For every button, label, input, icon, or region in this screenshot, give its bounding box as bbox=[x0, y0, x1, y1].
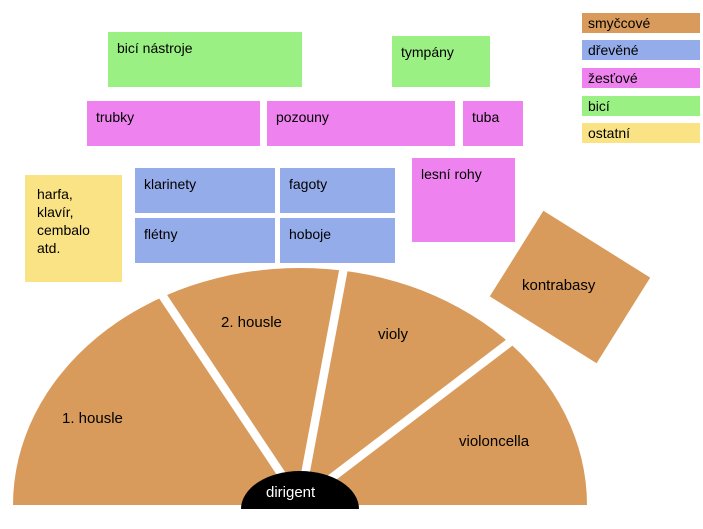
divider-violy-violoncella bbox=[297, 329, 525, 506]
box-fagoty: fagoty bbox=[280, 168, 395, 213]
box-fletny: flétny bbox=[135, 218, 275, 263]
divider-housle1-housle2 bbox=[156, 289, 304, 505]
box-bici-nastroje-label: bicí nástroje bbox=[117, 40, 193, 56]
legend-item-smyccove: smyčcové bbox=[582, 13, 700, 33]
section-dividers bbox=[156, 266, 525, 506]
box-tuba-label: tuba bbox=[472, 109, 500, 125]
box-hoboje: hoboje bbox=[280, 218, 395, 263]
box-trubky-label: trubky bbox=[96, 109, 135, 125]
section-label-2-housle: 2. housle bbox=[221, 314, 282, 331]
box-tympany: tympány bbox=[392, 36, 490, 87]
legend-item-drevene: dřevěné bbox=[582, 40, 700, 60]
box-lesni-rohy: lesní rohy bbox=[412, 158, 515, 242]
box-pozouny-label: pozouny bbox=[276, 109, 329, 125]
box-tuba: tuba bbox=[463, 101, 523, 146]
box-pozouny: pozouny bbox=[267, 101, 455, 146]
box-hoboje-label: hoboje bbox=[289, 226, 332, 242]
strings-fan-shape bbox=[13, 268, 587, 505]
box-bici-nastroje: bicí nástroje bbox=[108, 32, 302, 87]
box-tympany-label: tympány bbox=[401, 44, 454, 60]
legend-item-zestove: žesťové bbox=[582, 68, 700, 88]
section-label-1-housle: 1. housle bbox=[62, 410, 123, 427]
box-klarinety-label: klarinety bbox=[144, 176, 197, 192]
section-label-violy: violy bbox=[378, 326, 409, 343]
box-trubky: trubky bbox=[87, 101, 260, 146]
box-klarinety: klarinety bbox=[135, 168, 275, 213]
legend-item-bici: bicí bbox=[582, 96, 700, 116]
kontrabasy-shape bbox=[489, 210, 651, 364]
box-fagoty-label: fagoty bbox=[289, 176, 328, 192]
box-lesni-rohy-label: lesní rohy bbox=[421, 166, 482, 182]
conductor-label: dirigent bbox=[266, 484, 316, 501]
legend-item-ostatni: ostatní bbox=[582, 123, 700, 143]
divider-housle2-violy bbox=[295, 266, 349, 503]
conductor-shape bbox=[241, 471, 359, 509]
section-label-violoncella: violoncella bbox=[459, 433, 530, 450]
box-fletny-label: flétny bbox=[144, 226, 178, 242]
section-label-kontrabasy: kontrabasy bbox=[522, 277, 596, 294]
box-harfa-klavir-cembalo: harfa, klavír, cembalo atd. bbox=[25, 175, 122, 282]
